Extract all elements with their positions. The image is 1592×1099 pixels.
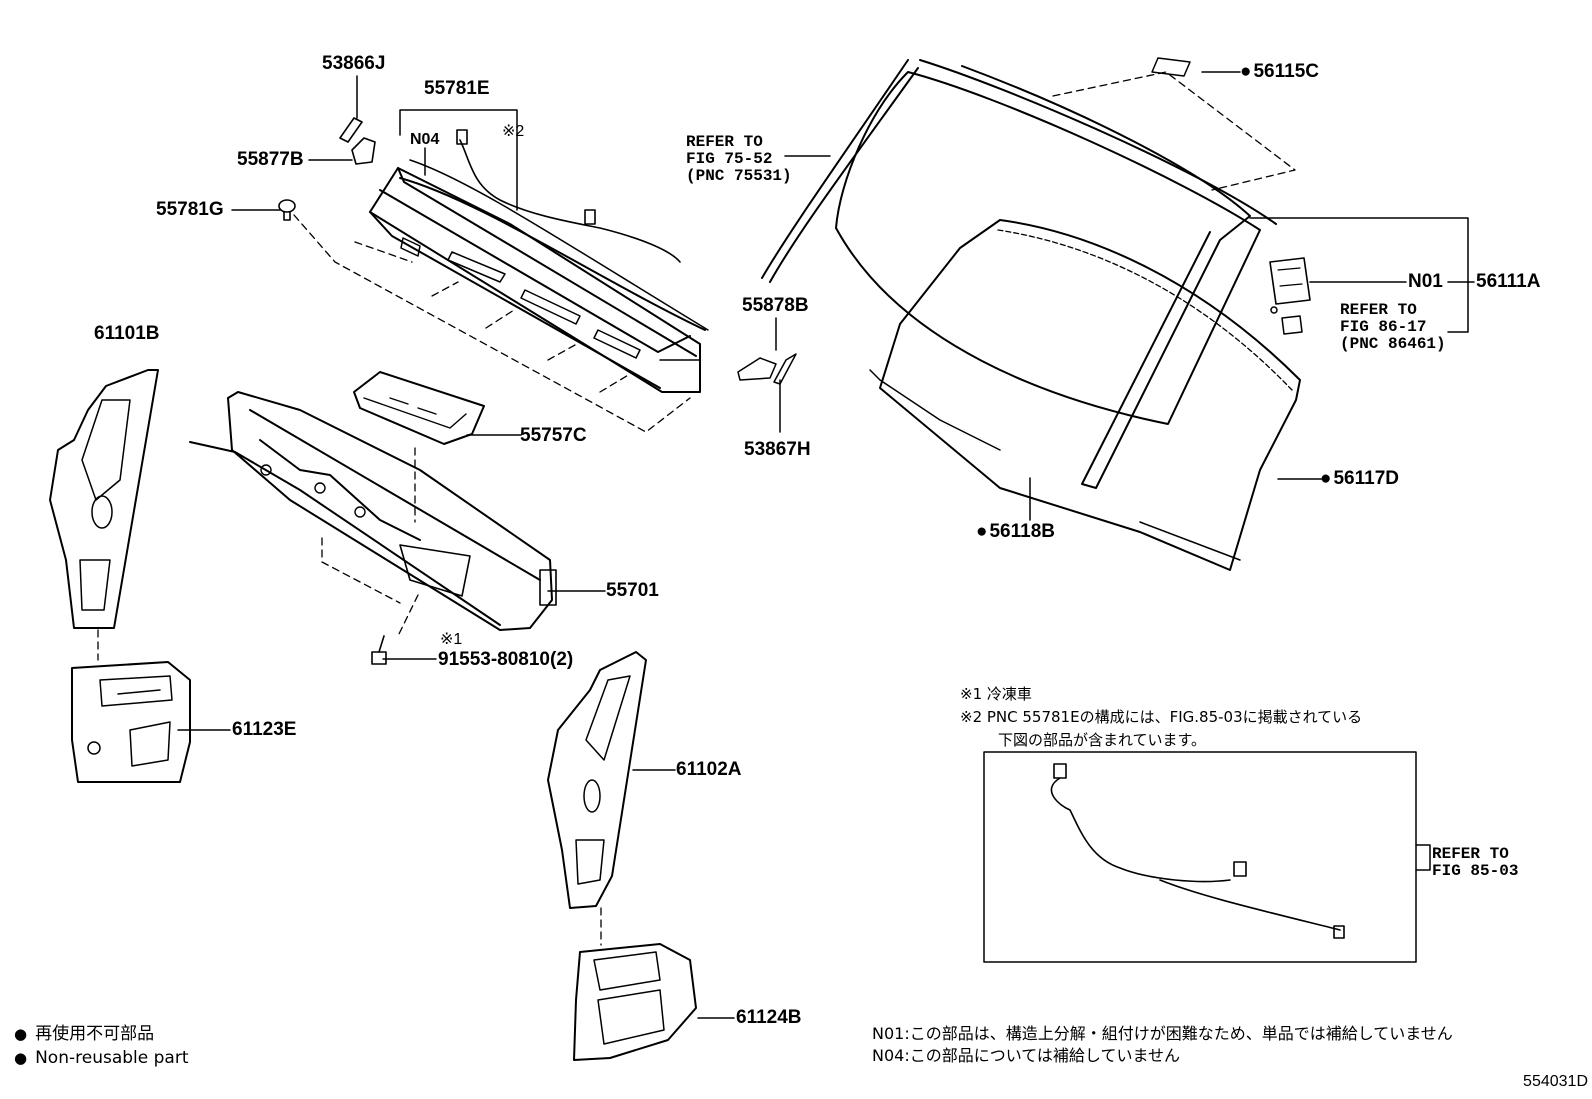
windshield-outer-molding xyxy=(761,59,1251,489)
legend-en-text: Non-reusable part xyxy=(35,1048,189,1068)
label-53867H: 53867H xyxy=(744,439,811,460)
label-61102A: 61102A xyxy=(676,759,742,780)
pillar-61101B xyxy=(49,369,159,629)
bracket-56111A xyxy=(1269,257,1311,305)
reference-fig-85-03: REFER TO FIG 85-03 xyxy=(1432,845,1519,880)
legend-bullet-icon: ● xyxy=(14,1025,28,1043)
figure-code: 554031D xyxy=(1523,1073,1588,1090)
legend-jp: ● 再使用不可部品 xyxy=(14,1026,154,1043)
sensor-86461 xyxy=(1270,306,1303,335)
pillar-61102A xyxy=(547,651,647,909)
note-N04: N04:この部品については補給していません xyxy=(872,1046,1180,1065)
cowl-louver xyxy=(369,159,709,393)
windshield-glass xyxy=(835,59,1277,425)
label-61101B: 61101B xyxy=(94,323,160,344)
note-1: ※1 冷凍車 xyxy=(960,685,1032,703)
label-55878B: 55878B xyxy=(742,295,809,316)
cover-55757C xyxy=(353,371,485,445)
label-56111A: 56111A xyxy=(1476,271,1541,292)
label-55757C: 55757C xyxy=(520,425,587,446)
label-61123E: 61123E xyxy=(232,719,297,740)
windshield-inner-glass xyxy=(869,219,1301,571)
retainer-55878B xyxy=(737,357,777,381)
bolt-91553 xyxy=(371,635,387,665)
label-55701: 55701 xyxy=(606,580,659,601)
label-53866J: 53866J xyxy=(322,53,386,74)
label-55877B: 55877B xyxy=(237,149,304,170)
legend-jp-text: 再使用不可部品 xyxy=(35,1024,155,1044)
dam-56115C xyxy=(1151,57,1191,77)
cowl-panel xyxy=(189,391,557,631)
clip-55781G xyxy=(278,199,296,221)
note-N01: N01:この部品は、構造上分解・組付けが困難なため、単品では補給していません xyxy=(872,1024,1453,1043)
label-note1-marker: ※1 xyxy=(440,631,463,648)
clip-53866J xyxy=(339,117,363,143)
legend-en: ● Non-reusable part xyxy=(14,1050,188,1067)
panel-61123E xyxy=(71,661,191,783)
label-56117D: 56117D xyxy=(1320,469,1399,488)
label-55781G: 55781G xyxy=(156,199,224,220)
detail-hose xyxy=(1050,763,1345,939)
leader-lines xyxy=(177,71,1475,1019)
note-2-line-1: ※2 PNC 55781Eの構成には、FIG.85-03に掲載されている xyxy=(960,708,1363,726)
label-56118B: 56118B xyxy=(976,522,1055,541)
reference-fig-86-17: REFER TO FIG 86-17 (PNC 86461) xyxy=(1340,301,1446,353)
bracket-55877B xyxy=(351,137,376,165)
label-note2-marker: ※2 xyxy=(502,123,525,140)
detail-box xyxy=(983,751,1417,963)
panel-61124B xyxy=(573,943,697,1061)
label-55781E: 55781E xyxy=(424,78,490,99)
label-61124B: 61124B xyxy=(736,1007,802,1028)
washer-hose-top xyxy=(456,129,681,263)
clip-53867H xyxy=(773,353,797,385)
reference-fig-75-52: REFER TO FIG 75-52 (PNC 75531) xyxy=(686,133,792,185)
label-91553-80810: 91553-80810(2) xyxy=(438,649,574,670)
dashed-guides xyxy=(97,71,1296,946)
label-56115C: 56115C xyxy=(1240,62,1319,81)
legend-bullet-icon: ● xyxy=(14,1049,28,1067)
label-N01: N01 xyxy=(1408,271,1443,292)
note-2-line-2: 下図の部品が含まれています。 xyxy=(998,731,1207,749)
label-N04: N04 xyxy=(410,131,440,148)
